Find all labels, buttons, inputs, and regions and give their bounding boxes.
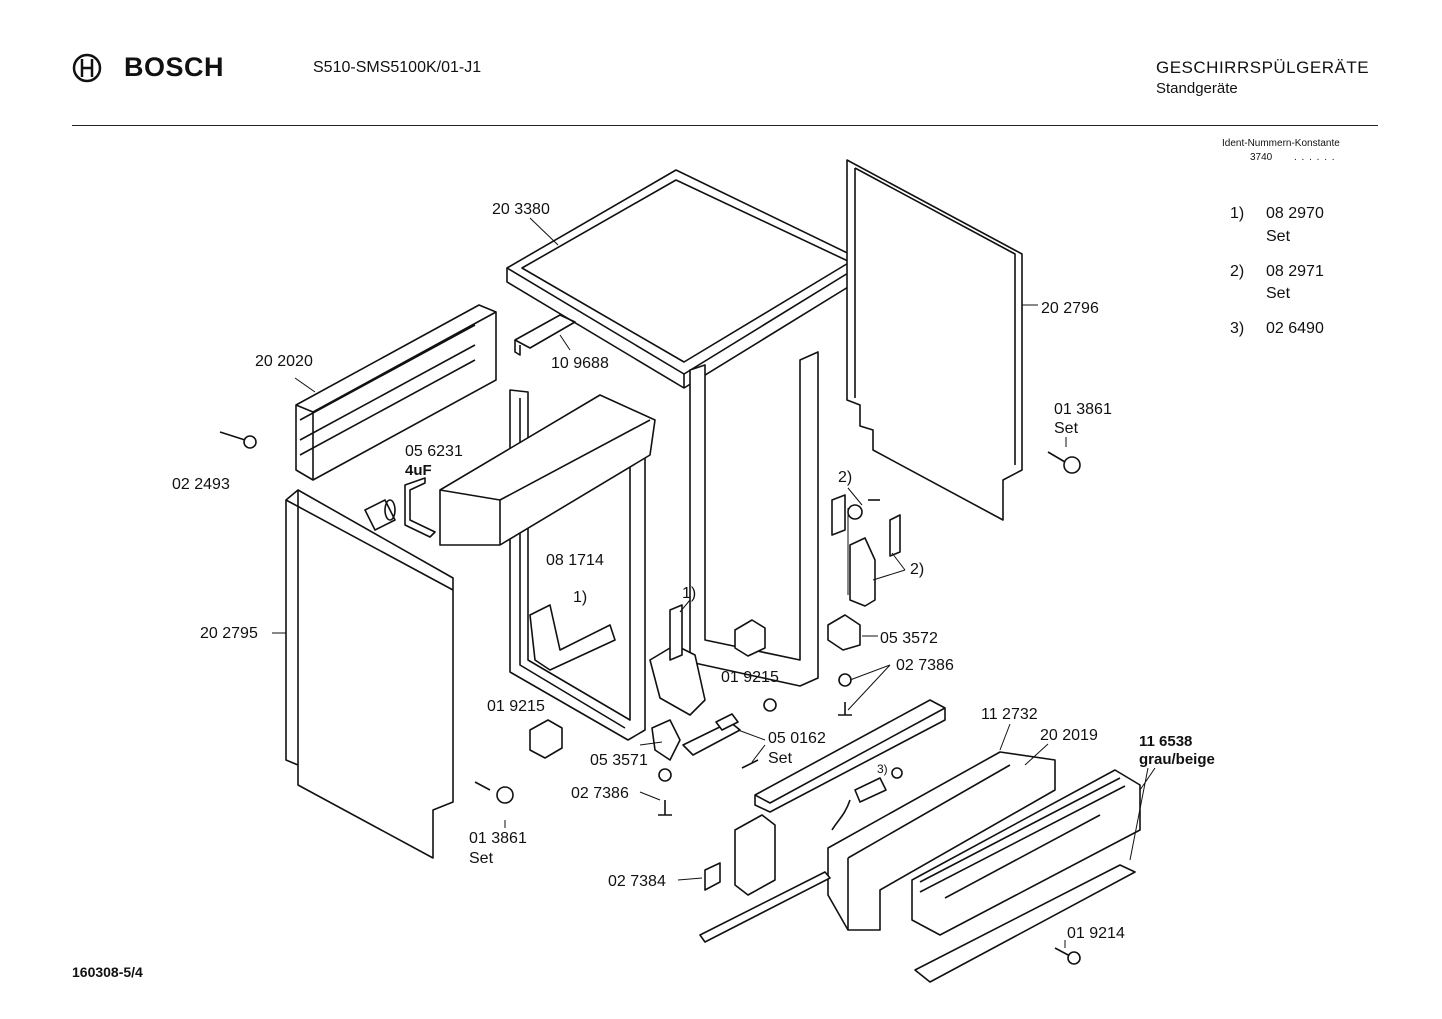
part-label-rear-bracket: 20 2020 [255, 353, 313, 370]
part-label-right-side-panel: 20 2796 [1041, 300, 1099, 317]
part-label-cap-top-set: Set [1054, 420, 1079, 437]
part-label-latch-handle: 05 0162 [768, 730, 826, 747]
part-label-strut-bracket: 05 3572 [880, 630, 938, 647]
part-label-hinge-plate: 02 7384 [608, 873, 666, 890]
door-bracket [529, 604, 616, 671]
base-trim-strip [914, 864, 1136, 983]
part-label-base-rail: 11 2732 [981, 706, 1038, 723]
hinge-assembly-right [831, 494, 901, 607]
part-label-switch-mid: 01 9215 [721, 669, 779, 686]
footnote-1: 1) 08 2970 [1230, 205, 1324, 223]
part-label-worktop: 20 3380 [492, 201, 550, 218]
mounting-bracket-top [514, 314, 576, 356]
footnote-number: 1) [1230, 205, 1245, 222]
ident-title: Ident-Nummern-Konstante [1222, 138, 1340, 149]
part-label-front-fascia: 11 6538 [1139, 733, 1193, 750]
part-label-left-side-panel: 20 2795 [200, 625, 258, 642]
part-label-front-fascia-color: grau/beige [1139, 751, 1215, 768]
kick-plate-panel [827, 751, 1056, 931]
brand: BOSCH [72, 52, 224, 83]
footnote-1-note: Set [1266, 228, 1291, 245]
slide-rail [699, 871, 831, 943]
base-rail [754, 699, 946, 813]
part-label-door-latch: 05 3571 [590, 752, 648, 769]
left-side-panel [285, 489, 454, 859]
ref-label-2-mid: 2) [910, 561, 925, 578]
capacitor [364, 499, 396, 531]
ref-label-2-top: 2) [838, 469, 853, 486]
part-label-cap-nut-left: 02 7386 [571, 785, 629, 802]
model-number: S510-SMS5100K/01-J1 [313, 59, 482, 76]
part-label-cap-top: 01 3861 [1054, 401, 1112, 418]
part-label-capacitor: 05 6231 [405, 443, 463, 460]
latch-handle [682, 713, 741, 756]
part-label-switch-left: 01 9215 [487, 698, 545, 715]
footnote-3: 3) 02 6490 [1230, 320, 1324, 338]
front-fascia [911, 769, 1141, 936]
hinge-assembly-left [649, 604, 706, 716]
part-label-screw-left: 02 2493 [172, 476, 230, 493]
ident-dots: . . . . . . [1294, 152, 1336, 163]
part-label-mounting-bracket: 10 9688 [551, 355, 609, 372]
door-switch-left [529, 719, 563, 759]
footnote-part: 08 2970 [1266, 205, 1324, 222]
door-latch [651, 719, 681, 761]
part-label-kick-plate: 20 2019 [1040, 727, 1098, 744]
part-label-door-bracket: 08 1714 [546, 552, 604, 569]
appliance-category: GESCHIRRSPÜLGERÄTE [1156, 58, 1370, 77]
footnote-number: 2) [1230, 263, 1245, 280]
cable-clip [404, 477, 436, 538]
part-label-latch-handle-set: Set [768, 750, 793, 767]
ref-label-3: 3) [877, 762, 888, 776]
leader-lines [272, 217, 1156, 948]
footnote-2: 2) 08 2971 [1230, 263, 1324, 281]
tub-shell [439, 394, 656, 546]
part-label-capacitor-value: 4uF [405, 462, 432, 479]
part-label-cap-nut-right: 02 7386 [896, 657, 954, 674]
rear-bracket [295, 304, 497, 481]
appliance-subcategory: Standgeräte [1156, 80, 1238, 97]
ref-label-1-right: 1) [682, 585, 697, 602]
bosch-logo-icon [72, 53, 102, 82]
cable-connector [831, 767, 903, 831]
strut-bracket [827, 614, 861, 651]
footnote-2-note: Set [1266, 285, 1291, 302]
part-label-cap-bottom-set: Set [469, 850, 494, 867]
fasteners [219, 431, 1081, 965]
door-switch-mid [734, 619, 766, 657]
ref-label-1-left: 1) [573, 589, 588, 606]
ident-code: 3740 [1250, 152, 1273, 163]
footnote-part: 02 6490 [1266, 320, 1324, 337]
footnote-number: 3) [1230, 320, 1245, 337]
right-side-panel [846, 159, 1023, 521]
part-label-screw-bottom: 01 9214 [1067, 925, 1125, 942]
hinge-plate [704, 814, 776, 896]
footnote-part: 08 2971 [1266, 263, 1324, 280]
part-label-cap-bottom: 01 3861 [469, 830, 527, 847]
document-id: 160308-5/4 [72, 964, 143, 980]
brand-name: BOSCH [124, 52, 225, 82]
header-divider [72, 125, 1378, 126]
door-frame-right [689, 351, 819, 687]
